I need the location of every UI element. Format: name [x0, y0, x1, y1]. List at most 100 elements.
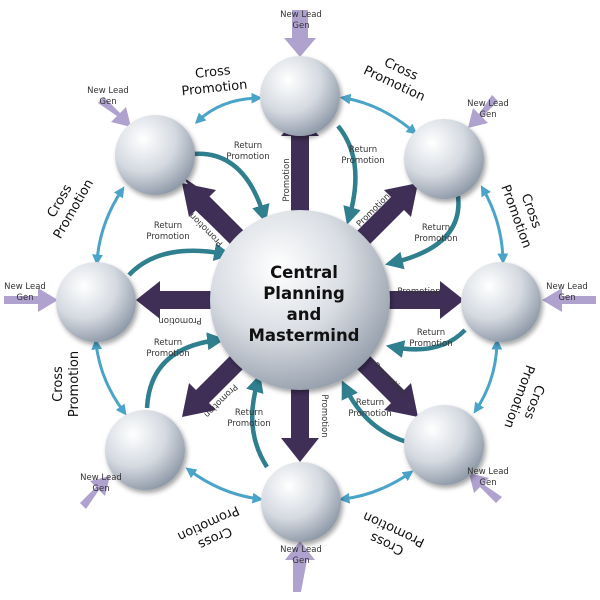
svg-text:Promotion: Promotion [227, 419, 270, 429]
svg-text:New Lead: New Lead [546, 282, 588, 292]
cross-arrow-top-left-top [194, 92, 263, 124]
return-label-left: Return Promotion [146, 221, 189, 242]
svg-text:Promotion: Promotion [341, 156, 384, 166]
promotion-label-bottom: Promotion [319, 394, 329, 437]
cross-label-top-right: Cross Promotion [361, 55, 427, 105]
lead-label-bottom: New Lead Gen [280, 545, 322, 566]
cross-arrow-bottom-left-left [91, 338, 127, 416]
svg-text:Return: Return [356, 398, 384, 408]
node-right [461, 262, 541, 342]
promotion-label-left: Promotion [158, 315, 201, 325]
center-line-4: Mastermind [249, 326, 360, 345]
node-top [260, 56, 340, 136]
return-label-right: Return Promotion [409, 328, 452, 349]
svg-text:New Lead: New Lead [4, 282, 46, 292]
svg-text:Gen: Gen [292, 21, 309, 31]
svg-text:New Lead: New Lead [467, 467, 509, 477]
cross-label-right-upper: Cross Promotion [497, 183, 544, 250]
cross-label-top-left: Cross Promotion [181, 63, 248, 100]
return-arrow-bottom-right [341, 380, 408, 445]
lead-arrow-top-left [98, 97, 131, 127]
node-bottom-right [404, 405, 484, 485]
svg-text:Gen: Gen [558, 293, 575, 303]
promo-arrow-top [281, 113, 319, 222]
lead-arrow-bottom [285, 541, 315, 592]
return-label-top: Return Promotion [341, 145, 384, 166]
cross-label-left-lower: Cross Promotion [51, 351, 82, 417]
cross-label-right-lower: Cross Promotion [500, 363, 547, 430]
promo-arrow-top-right [356, 183, 418, 245]
svg-text:Promotion: Promotion [414, 234, 457, 244]
svg-text:New Lead: New Lead [280, 545, 322, 555]
svg-text:Gen: Gen [99, 97, 116, 107]
lead-arrow-top [284, 10, 316, 57]
svg-text:New Lead: New Lead [280, 10, 322, 20]
lead-label-bottom-right: New Lead Gen [467, 467, 509, 488]
svg-text:Promotion: Promotion [67, 351, 82, 417]
svg-text:Cross: Cross [194, 63, 231, 82]
svg-text:Gen: Gen [292, 556, 309, 566]
node-bottom [261, 462, 341, 542]
return-label-top-left: Return Promotion [226, 141, 269, 162]
svg-text:Return: Return [154, 338, 182, 348]
promo-arrow-bottom-left [182, 355, 244, 417]
cross-arrow-left-top-left [92, 186, 125, 266]
cross-arrow-bottom-bottom-left [185, 467, 264, 504]
return-arrow-bottom [246, 374, 269, 469]
svg-text:Cross: Cross [51, 366, 66, 402]
node-top-right [404, 119, 484, 199]
svg-text:Return: Return [349, 145, 377, 155]
return-label-bottom: Return Promotion [227, 408, 270, 429]
cross-arrow-bottom-right-bottom [338, 470, 414, 504]
lead-arrow-bottom-right [469, 473, 502, 503]
promo-arrow-right [378, 281, 464, 319]
return-label-top-right: Return Promotion [414, 223, 457, 244]
svg-text:Gen: Gen [479, 110, 496, 120]
center-line-2: Planning [263, 284, 345, 303]
promotion-label-right: Promotion [397, 287, 440, 297]
cross-label-bottom-right: Cross Promotion [361, 508, 427, 558]
return-arrow-bottom-left [144, 332, 226, 409]
center-node [210, 210, 390, 390]
svg-text:Return: Return [417, 328, 445, 338]
svg-text:Gen: Gen [16, 293, 33, 303]
promo-arrow-bottom-right [356, 355, 418, 417]
center-line-3: and [287, 305, 322, 324]
promotion-label-top: Promotion [282, 158, 292, 201]
center-line-1: Central [270, 263, 338, 282]
return-arrow-left [127, 243, 233, 277]
svg-text:Gen: Gen [92, 484, 109, 494]
node-top-left [115, 115, 195, 195]
lead-arrow-left [4, 288, 58, 312]
svg-text:Return: Return [154, 221, 182, 231]
lead-arrow-top-right [468, 95, 498, 128]
lead-label-top: New Lead Gen [280, 10, 322, 31]
svg-text:Promotion: Promotion [146, 232, 189, 242]
return-arrow-right [385, 328, 467, 358]
svg-text:Promotion: Promotion [348, 409, 391, 419]
promo-arrow-top-left [182, 183, 244, 245]
return-label-bottom-left: Return Promotion [146, 338, 189, 359]
lead-arrow-bottom-left [80, 476, 110, 509]
lead-label-top-right: New Lead Gen [467, 99, 509, 120]
svg-text:Promotion: Promotion [409, 339, 452, 349]
cross-arrow-top-top-right [339, 93, 418, 135]
cross-arrow-right-bottom-right [473, 338, 503, 414]
promo-arrow-bottom [281, 378, 319, 462]
return-label-bottom-right: Return Promotion [348, 398, 391, 419]
svg-text:New Lead: New Lead [87, 86, 129, 96]
lead-arrow-right [542, 288, 596, 312]
svg-text:Promotion: Promotion [146, 349, 189, 359]
svg-text:Return: Return [422, 223, 450, 233]
svg-text:Promotion: Promotion [226, 152, 269, 162]
promo-arrow-left [136, 281, 222, 319]
svg-text:Promotion: Promotion [181, 78, 248, 100]
svg-text:New Lead: New Lead [80, 473, 122, 483]
cross-label-left-upper: Cross Promotion [45, 177, 97, 242]
cross-arrow-top-right-right [480, 185, 509, 265]
svg-text:New Lead: New Lead [467, 99, 509, 109]
lead-label-left: New Lead Gen [4, 282, 46, 303]
return-arrow-top-left [192, 151, 270, 223]
